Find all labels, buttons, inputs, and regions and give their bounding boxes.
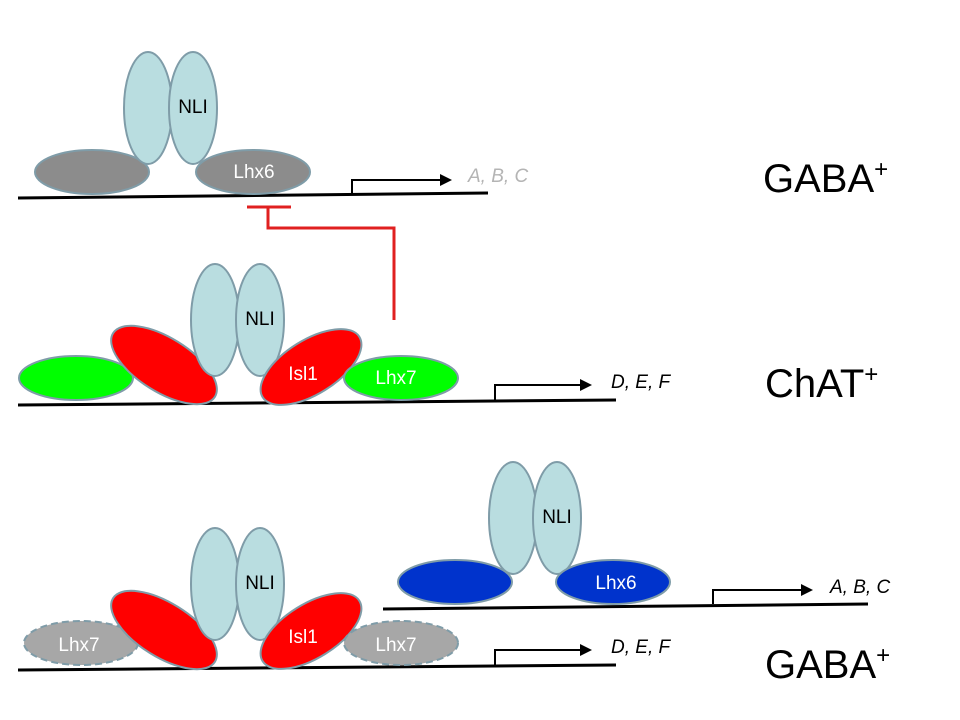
cell-type-name: GABA (763, 157, 874, 201)
lhx6-protein (555, 559, 671, 605)
nli-label-left: NLI (245, 573, 275, 594)
nli-protein-left (488, 461, 538, 575)
target-genes-label-lower: D, E, F (611, 637, 672, 658)
isl1-label: Isl1 (288, 627, 318, 648)
nli-protein-right (168, 51, 218, 165)
dna-strand (17, 398, 617, 407)
nli-protein-right (235, 263, 285, 377)
isl1-protein-left (110, 589, 218, 671)
dna-strand (17, 191, 489, 200)
cell-type-sup: + (876, 642, 890, 669)
cell-type-label: GABA+ (763, 156, 888, 201)
isl1-label: Isl1 (288, 364, 318, 385)
target-genes-label-upper: A, B, C (829, 577, 890, 598)
nli-label: NLI (178, 97, 208, 118)
nli-protein-left (123, 51, 173, 165)
lhx7-protein-right (343, 620, 459, 666)
isl1-protein-right (259, 592, 363, 670)
cell-type-sup: + (874, 156, 888, 183)
arrow-head (801, 584, 813, 596)
blue-protein (397, 559, 513, 605)
transcription-arrow-lower (494, 649, 585, 665)
lhx6-label: Lhx6 (233, 162, 274, 183)
panel-middle: D, E, F NLI Isl1 Lhx7 ChAT+ (17, 263, 878, 407)
dna-strand-lower (17, 663, 617, 672)
arrow-head (580, 644, 592, 656)
panel-bottom: D, E, F Lhx7 NLI Isl1 Lhx7 A, B, C NLI L… (17, 461, 890, 687)
lhx7-protein-left (18, 355, 134, 401)
cell-type-name: GABA (765, 643, 876, 687)
cell-type-sup: + (864, 361, 878, 388)
lhx6-protein (195, 149, 311, 195)
cell-type-name: ChAT (765, 362, 864, 406)
grey-protein (34, 149, 150, 195)
nli-protein-left (190, 527, 240, 641)
cell-type-label: ChAT+ (765, 361, 878, 406)
cell-type-label: GABA+ (765, 642, 890, 687)
nli-protein-right (532, 461, 582, 575)
lhx6-label: Lhx6 (595, 573, 636, 594)
target-genes-label: D, E, F (611, 372, 672, 393)
transcription-arrow (351, 179, 445, 193)
panel-top: A, B, C NLI Lhx6 GABA+ (17, 51, 888, 201)
transcription-arrow (494, 384, 585, 400)
nli-protein-left (190, 263, 240, 377)
target-genes-label: A, B, C (467, 166, 528, 187)
inhibition-arrow (247, 205, 396, 320)
lhx7-label-right: Lhx7 (375, 635, 416, 656)
lhx7-label: Lhx7 (375, 368, 416, 389)
lhx7-label-left: Lhx7 (58, 635, 99, 656)
lhx7-protein-right (343, 355, 459, 401)
nli-label: NLI (245, 309, 275, 330)
isl1-protein-right (259, 328, 363, 406)
arrow-head (440, 174, 452, 186)
isl1-protein-left (110, 324, 218, 406)
transcription-arrow-upper (712, 589, 806, 604)
nli-protein-right (235, 527, 285, 641)
dna-strand-upper (382, 602, 869, 611)
arrow-head (580, 379, 592, 391)
nli-label-right: NLI (542, 507, 572, 528)
inhibition-line (266, 207, 396, 320)
